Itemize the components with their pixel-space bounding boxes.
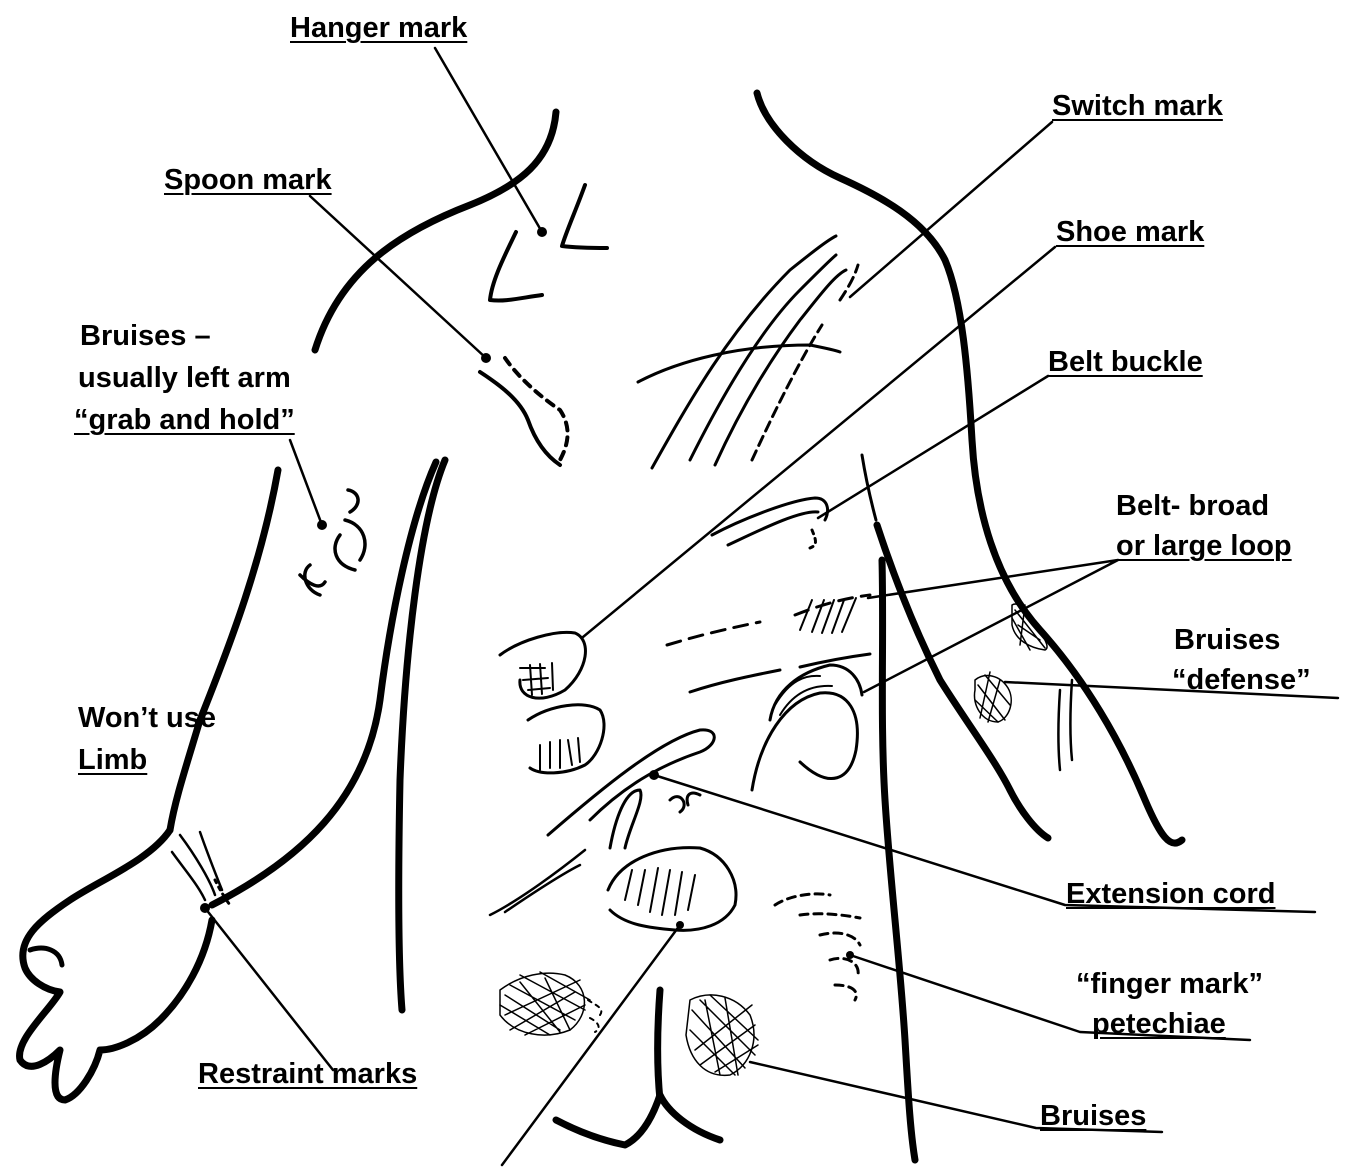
label-extension-cord: Extension cord [1066,874,1276,914]
leader-buttock [502,925,680,1165]
leader-dot [676,921,684,929]
label-finger-mark-line1: “finger mark” [1076,964,1263,1004]
label-bruises-defense-line1: Bruises [1174,620,1280,660]
label-bruises-bottom: Bruises [1040,1096,1146,1136]
leader-dot [649,770,659,780]
label-restraint-marks: Restraint marks [198,1054,417,1094]
label-belt-broad-line1: Belt- broad [1116,486,1269,526]
label-shoe-mark: Shoe mark [1056,212,1204,252]
leader-dot [200,903,210,913]
label-wont-use-line2: Limb [78,740,147,780]
label-bruises-arm-line3: “grab and hold” [74,400,295,440]
leader-belt-broad [864,560,1118,692]
leader-spoon [310,196,486,358]
leader-bruises-arm [290,440,322,525]
leader-shoe [583,247,1055,637]
label-bruises-defense-line2: “defense” [1172,660,1311,700]
label-belt-broad-line2: or large loop [1116,526,1292,566]
leader-dot [537,227,547,237]
label-bruises-arm-line1: Bruises – [80,316,211,356]
leader-dot [317,520,327,530]
label-belt-buckle: Belt buckle [1048,342,1203,382]
leader-hanger [435,48,542,232]
leader-restraint [205,908,333,1070]
label-hanger-mark: Hanger mark [290,8,467,48]
back-figure-marks [490,236,1072,1075]
leader-belt-buckle [818,376,1048,518]
front-figure-outline [20,112,556,1100]
label-switch-mark: Switch mark [1052,86,1223,126]
label-bruises-arm-line2: usually left arm [78,358,291,398]
label-finger-mark-line2: petechiae [1092,1004,1226,1044]
label-spoon-mark: Spoon mark [164,160,332,200]
leader-dot [846,951,854,959]
leader-dot [481,353,491,363]
front-figure-marks [172,185,607,905]
label-wont-use-line1: Won’t use [78,698,216,738]
